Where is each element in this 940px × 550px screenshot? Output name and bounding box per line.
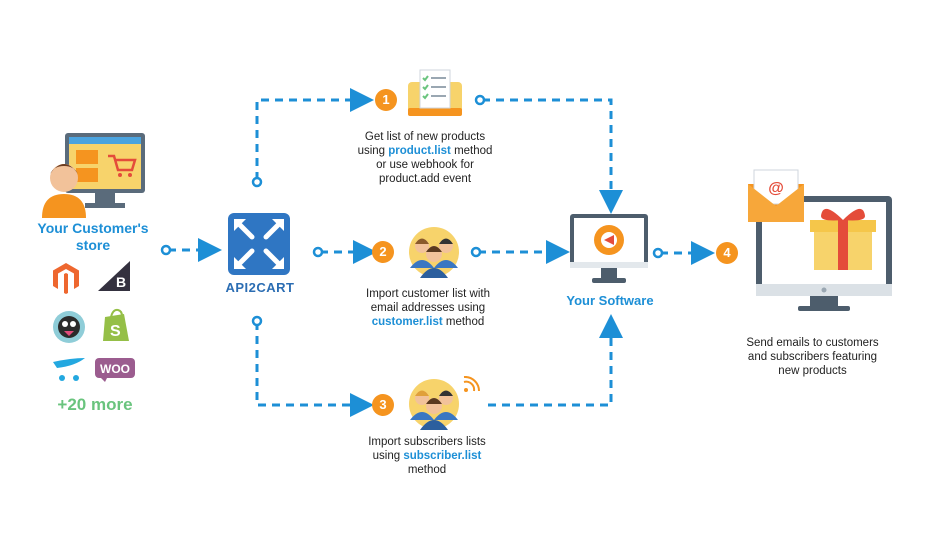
woocommerce-icon: WOO [95, 358, 135, 382]
step-2-line2: email addresses using [370, 302, 486, 314]
magento-icon [53, 263, 79, 294]
step-3-text: Import subscribers lists using subscribe… [362, 435, 492, 477]
email-envelope-icon: @ [748, 169, 804, 222]
customers-group-icon [409, 227, 459, 278]
step-3-line2-prefix: using [372, 450, 404, 462]
software-monitor-icon [570, 214, 648, 283]
step-2-text: Import customer list with email addresse… [358, 287, 498, 329]
step-3-line2: using subscriber.list [362, 449, 492, 463]
rss-icon [463, 376, 481, 392]
step-1-line2-suffix: method [450, 145, 493, 157]
step-1-method: product.list [388, 145, 451, 157]
step-2-line1: Import customer list with [366, 288, 490, 300]
step-3-line1: Import subscribers lists [368, 436, 486, 448]
svg-text:@: @ [768, 180, 784, 197]
document-checklist-icon [408, 69, 462, 116]
step-1-line1: Get list of new products [364, 131, 486, 143]
email-gift-monitor-illustration: @ [748, 169, 892, 311]
api2cart-title: API2CART [225, 280, 295, 295]
step-4-line2: and subscribers featuring [747, 351, 878, 363]
step-2-line3-suffix: method [442, 316, 485, 328]
step-1-line2-prefix: using [357, 145, 389, 157]
step-2-method: customer.list [371, 316, 443, 328]
shopify-icon: S [103, 308, 129, 341]
step-2-badge: 2 [372, 241, 394, 263]
step-1-line3: or use webhook for [376, 159, 474, 171]
customer-store-illustration [42, 133, 145, 218]
gear-icon [594, 225, 624, 255]
step-4-badge: 4 [716, 242, 738, 264]
step-3-badge: 3 [372, 394, 394, 416]
more-platforms: +20 more [57, 395, 133, 414]
svg-text:B: B [116, 274, 126, 290]
prestashop-icon [53, 311, 85, 343]
customer-store-title: Your Customer's store [37, 220, 149, 253]
api2cart-logo-icon [228, 213, 290, 275]
step-2-line3: customer.list method [358, 315, 498, 329]
step-4-text: Send emails to customers and subscribers… [735, 336, 890, 378]
step-3-method: subscriber.list [403, 450, 482, 462]
step-1-line4: product.add event [378, 173, 472, 185]
bigcommerce-icon: B [98, 261, 130, 291]
svg-text:S: S [110, 323, 121, 340]
step-4-line1: Send emails to customers [746, 337, 879, 349]
step-1-text: Get list of new products using product.l… [350, 130, 500, 186]
step-1-line2: using product.list method [350, 144, 500, 158]
step-4-line3: new products [778, 365, 847, 377]
step-3-line3: method [407, 464, 447, 476]
woocommerce-text: WOO [100, 362, 130, 376]
opencart-icon [53, 358, 85, 381]
subscribers-group-icon [409, 376, 481, 430]
software-title: Your Software [566, 293, 654, 308]
gift-icon [810, 208, 876, 270]
step-1-badge: 1 [375, 89, 397, 111]
